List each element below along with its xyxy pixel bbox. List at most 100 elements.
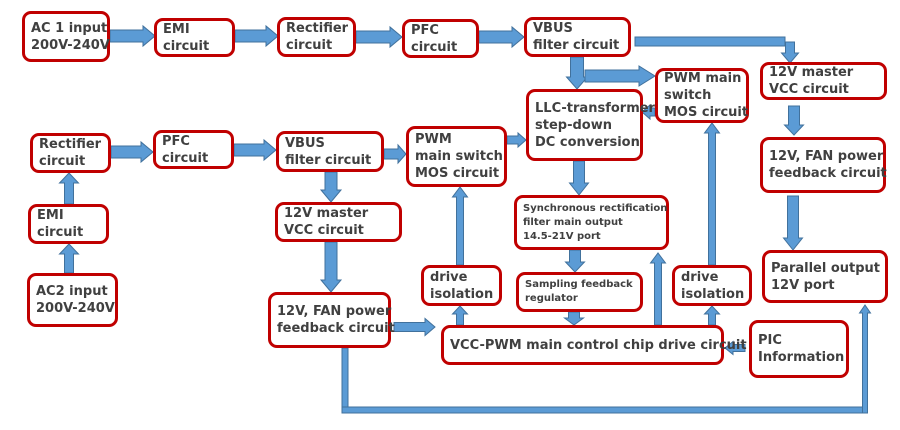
box-label-line: circuit bbox=[163, 38, 210, 54]
arrow-chip-to-drive-iso-left bbox=[451, 305, 469, 326]
box-label-line: drive bbox=[430, 269, 468, 285]
arrow-sync-rect-to-sampling bbox=[564, 249, 586, 273]
arrow-vbus-to-vcc-master-segment bbox=[634, 36, 786, 47]
arrow-emi-to-rectifier bbox=[234, 24, 279, 48]
box-label-line: 14.5-21V port bbox=[523, 230, 601, 242]
arrow-ac1-to-emi bbox=[109, 24, 156, 48]
box-label-line: AC 1 input bbox=[31, 20, 108, 36]
arrow-rectifier2-to-pfc2 bbox=[110, 140, 154, 164]
box-label-line: VCC circuit bbox=[769, 82, 849, 97]
box-label-line: feedback circuit bbox=[277, 321, 395, 336]
arrow-pfc-to-vbus bbox=[478, 25, 525, 49]
box-label-line: isolation bbox=[681, 286, 745, 302]
box-label-line: regulator bbox=[525, 293, 578, 304]
arrow-vbus-to-vcc-master bbox=[780, 41, 800, 64]
arrow-pwm-mos-right-to-llc bbox=[641, 103, 656, 121]
box-label-line: Rectifier bbox=[286, 21, 349, 36]
arrow-vbus2-to-vcc-master-left bbox=[319, 171, 343, 203]
arrow-vbus-to-pwm-mos-right bbox=[584, 65, 656, 87]
box-label-line: circuit bbox=[162, 150, 209, 166]
arrow-pfc2-to-vbus2 bbox=[233, 138, 277, 162]
box-label-line: LLC-transformer bbox=[535, 100, 655, 116]
box-label-line: 12V master bbox=[284, 206, 369, 221]
box-label-line: 12V, FAN power bbox=[277, 304, 392, 319]
box-label-line: EMI bbox=[37, 208, 64, 223]
box-label-line: circuit bbox=[39, 154, 86, 169]
arrow-pwm-mos-left-to-llc bbox=[506, 131, 527, 149]
box-label-line: filter circuit bbox=[533, 38, 620, 53]
box-label-line: Synchronous rectification bbox=[523, 202, 668, 214]
arrow-emi2-to-rectifier2 bbox=[58, 172, 80, 205]
arrow-chip-to-sync-rect bbox=[649, 252, 667, 326]
arrow-fan-feedback-to-chip bbox=[393, 317, 436, 337]
box-label-line: 12V master bbox=[769, 65, 854, 80]
box-label-line: VCC circuit bbox=[284, 223, 364, 238]
arrow-drive-iso-left-to-pwm-mos-left bbox=[451, 186, 469, 266]
box-label-line: circuit bbox=[411, 39, 458, 55]
rectifier2-box: Rectifier circuit bbox=[30, 133, 111, 173]
box-label-line: filter main output bbox=[523, 216, 623, 228]
box-label-line: VBUS bbox=[285, 135, 325, 151]
ac2-input-box: AC2 input 200V-240V bbox=[27, 273, 118, 327]
box-label-line: isolation bbox=[430, 286, 494, 302]
box-label-line: PFC bbox=[162, 133, 190, 149]
arrow-rectifier-to-pfc bbox=[355, 25, 403, 49]
box-label-line: switch bbox=[664, 88, 712, 103]
box-label-line: VCC-PWM main control chip drive circuit bbox=[450, 337, 747, 353]
arrow-vcc-master-left-to-fan-feedback bbox=[319, 241, 343, 293]
arrow-sampling-to-chip bbox=[562, 311, 586, 326]
box-label-line: main switch bbox=[415, 149, 503, 164]
emi2-box: EMI circuit bbox=[28, 204, 109, 244]
vbus1-box: VBUS filter circuit bbox=[524, 17, 631, 57]
arrow-ac2-to-emi2 bbox=[58, 243, 80, 274]
box-label-line: PWM main bbox=[664, 71, 742, 86]
arrow-pic-to-chip bbox=[724, 340, 746, 356]
loop-segment-down bbox=[341, 347, 349, 414]
box-label-line: AC2 input bbox=[36, 284, 108, 299]
box-label-line: Rectifier bbox=[39, 137, 102, 152]
box-label-line: MOS circuit bbox=[664, 105, 749, 120]
box-label-line: MOS circuit bbox=[415, 166, 500, 181]
box-label-line: feedback circuit bbox=[769, 166, 887, 181]
arrow-drive-iso-right-to-pwm-mos-right bbox=[703, 122, 721, 266]
box-label-line: 200V-240V bbox=[36, 301, 115, 316]
sampling-feedback-box: Sampling feedback regulator bbox=[516, 272, 643, 312]
arrow-vcc-master-right-to-fan-feedback bbox=[783, 105, 805, 136]
box-label-line: 200V-240V bbox=[31, 37, 110, 53]
box-label-line: Sampling feedback bbox=[525, 279, 633, 290]
vcc-pwm-chip-box: VCC-PWM main control chip drive circuit bbox=[441, 325, 747, 365]
box-label-line: circuit bbox=[37, 225, 84, 240]
box-label-line: circuit bbox=[286, 38, 333, 53]
fan-feedback-right-box: 12V, FAN power feedback circuit bbox=[760, 137, 887, 193]
box-label-line: PIC bbox=[758, 333, 782, 348]
arrow-loop-to-parallel-output bbox=[858, 304, 872, 414]
box-label-line: 12V, FAN power bbox=[769, 149, 884, 164]
box-label-line: 12V port bbox=[771, 277, 835, 293]
arrow-chip-to-drive-iso-right bbox=[703, 305, 721, 326]
rectifier1-box: Rectifier circuit bbox=[277, 17, 356, 57]
box-label-line: drive bbox=[681, 269, 719, 285]
box-label-line: EMI bbox=[163, 21, 190, 37]
box-label-line: VBUS bbox=[533, 21, 573, 36]
arrow-vbus2-to-pwm-mos-left bbox=[383, 143, 407, 165]
box-label-line: Parallel output bbox=[771, 260, 881, 276]
box-label-line: step-down bbox=[535, 117, 612, 133]
box-label-line: PFC bbox=[411, 22, 439, 38]
loop-segment-bottom bbox=[341, 406, 867, 414]
arrow-fan-feedback-right-to-parallel bbox=[782, 195, 804, 251]
